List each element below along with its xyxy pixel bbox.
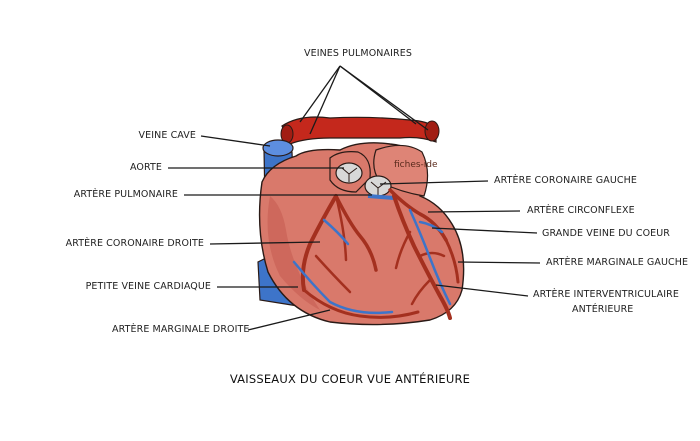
label-artere-coronaire-droite: ARTÈRE CORONAIRE DROITE [65,238,204,249]
pulmonary-veins [280,116,440,145]
label-artere-interventriculaire-line1: ARTÈRE INTERVENTRICULAIRE [533,289,679,300]
label-artere-circonflexe: ARTÈRE CIRCONFLEXE [527,205,635,216]
coronary-vessels [292,188,460,320]
label-veine-cave: VEINE CAVE [138,130,196,141]
label-artere-marginale-droite: ARTÈRE MARGINALE DROITE [112,324,250,335]
label-veines-pulmonaires: VEINES PULMONAIRES [304,48,412,59]
label-grande-veine-du-coeur: GRANDE VEINE DU COEUR [542,228,671,239]
label-aorte: AORTE [129,162,162,173]
label-artere-marginale-gauche: ARTÈRE MARGINALE GAUCHE [546,257,689,268]
watermark: fiches-ide [394,160,438,170]
label-petite-veine-cardiaque: PETITE VEINE CARDIAQUE [85,281,211,292]
label-artere-pulmonaire: ARTÈRE PULMONAIRE [73,189,178,200]
leader-lines [168,65,541,331]
diagram-caption: VAISSEAUX DU COEUR VUE ANTÉRIEURE [229,372,471,386]
label-artere-interventriculaire-line2: ANTÉRIEURE [572,304,634,315]
label-artere-coronaire-gauche: ARTÈRE CORONAIRE GAUCHE [494,175,637,186]
